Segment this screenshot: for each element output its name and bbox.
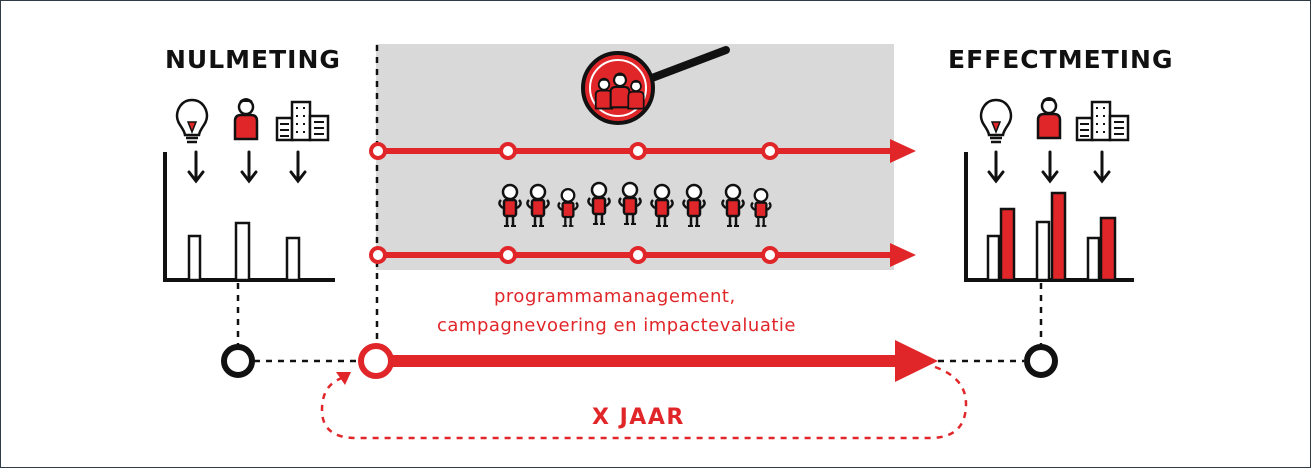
baseline-bar-2 bbox=[234, 221, 251, 282]
baseline-chart bbox=[163, 152, 335, 282]
program-label-line2: campagnevoering en impactevaluatie bbox=[437, 315, 796, 336]
baseline-node bbox=[221, 344, 255, 378]
program-label-line1: programmamanagement, bbox=[494, 286, 736, 307]
main-timeline-arrow bbox=[358, 340, 938, 382]
lightbulb-icon bbox=[175, 98, 209, 144]
impact-title: EFFECTMETING bbox=[948, 45, 1173, 74]
baseline-bar-3 bbox=[285, 236, 301, 282]
impact-chart bbox=[964, 152, 1134, 282]
down-arrows-left bbox=[187, 150, 307, 184]
magnifier-icon bbox=[581, 46, 730, 125]
impact-before-bar-1 bbox=[986, 234, 1001, 282]
duration-label: X JAAR bbox=[592, 405, 685, 430]
impact-before-bar-2 bbox=[1035, 220, 1051, 282]
impact-after-bar-3 bbox=[1099, 216, 1117, 282]
person-icon bbox=[233, 97, 259, 141]
lightbulb-icon bbox=[979, 98, 1013, 144]
impact-node bbox=[1024, 344, 1058, 378]
baseline-bar-1 bbox=[187, 234, 202, 282]
upper-timeline bbox=[369, 139, 916, 163]
start-node bbox=[358, 343, 394, 379]
person-icon bbox=[1036, 96, 1062, 140]
lower-timeline bbox=[369, 243, 916, 267]
duration-loop-arrowhead bbox=[336, 372, 351, 385]
down-arrows-right bbox=[987, 150, 1111, 184]
impact-after-bar-2 bbox=[1050, 191, 1067, 282]
buildings-icon bbox=[1075, 100, 1130, 142]
baseline-title: NULMETING bbox=[165, 45, 341, 74]
duration-loop bbox=[320, 365, 968, 440]
impact-after-bar-1 bbox=[999, 207, 1016, 282]
impact-before-bar-3 bbox=[1086, 236, 1101, 282]
buildings-icon bbox=[275, 100, 330, 142]
